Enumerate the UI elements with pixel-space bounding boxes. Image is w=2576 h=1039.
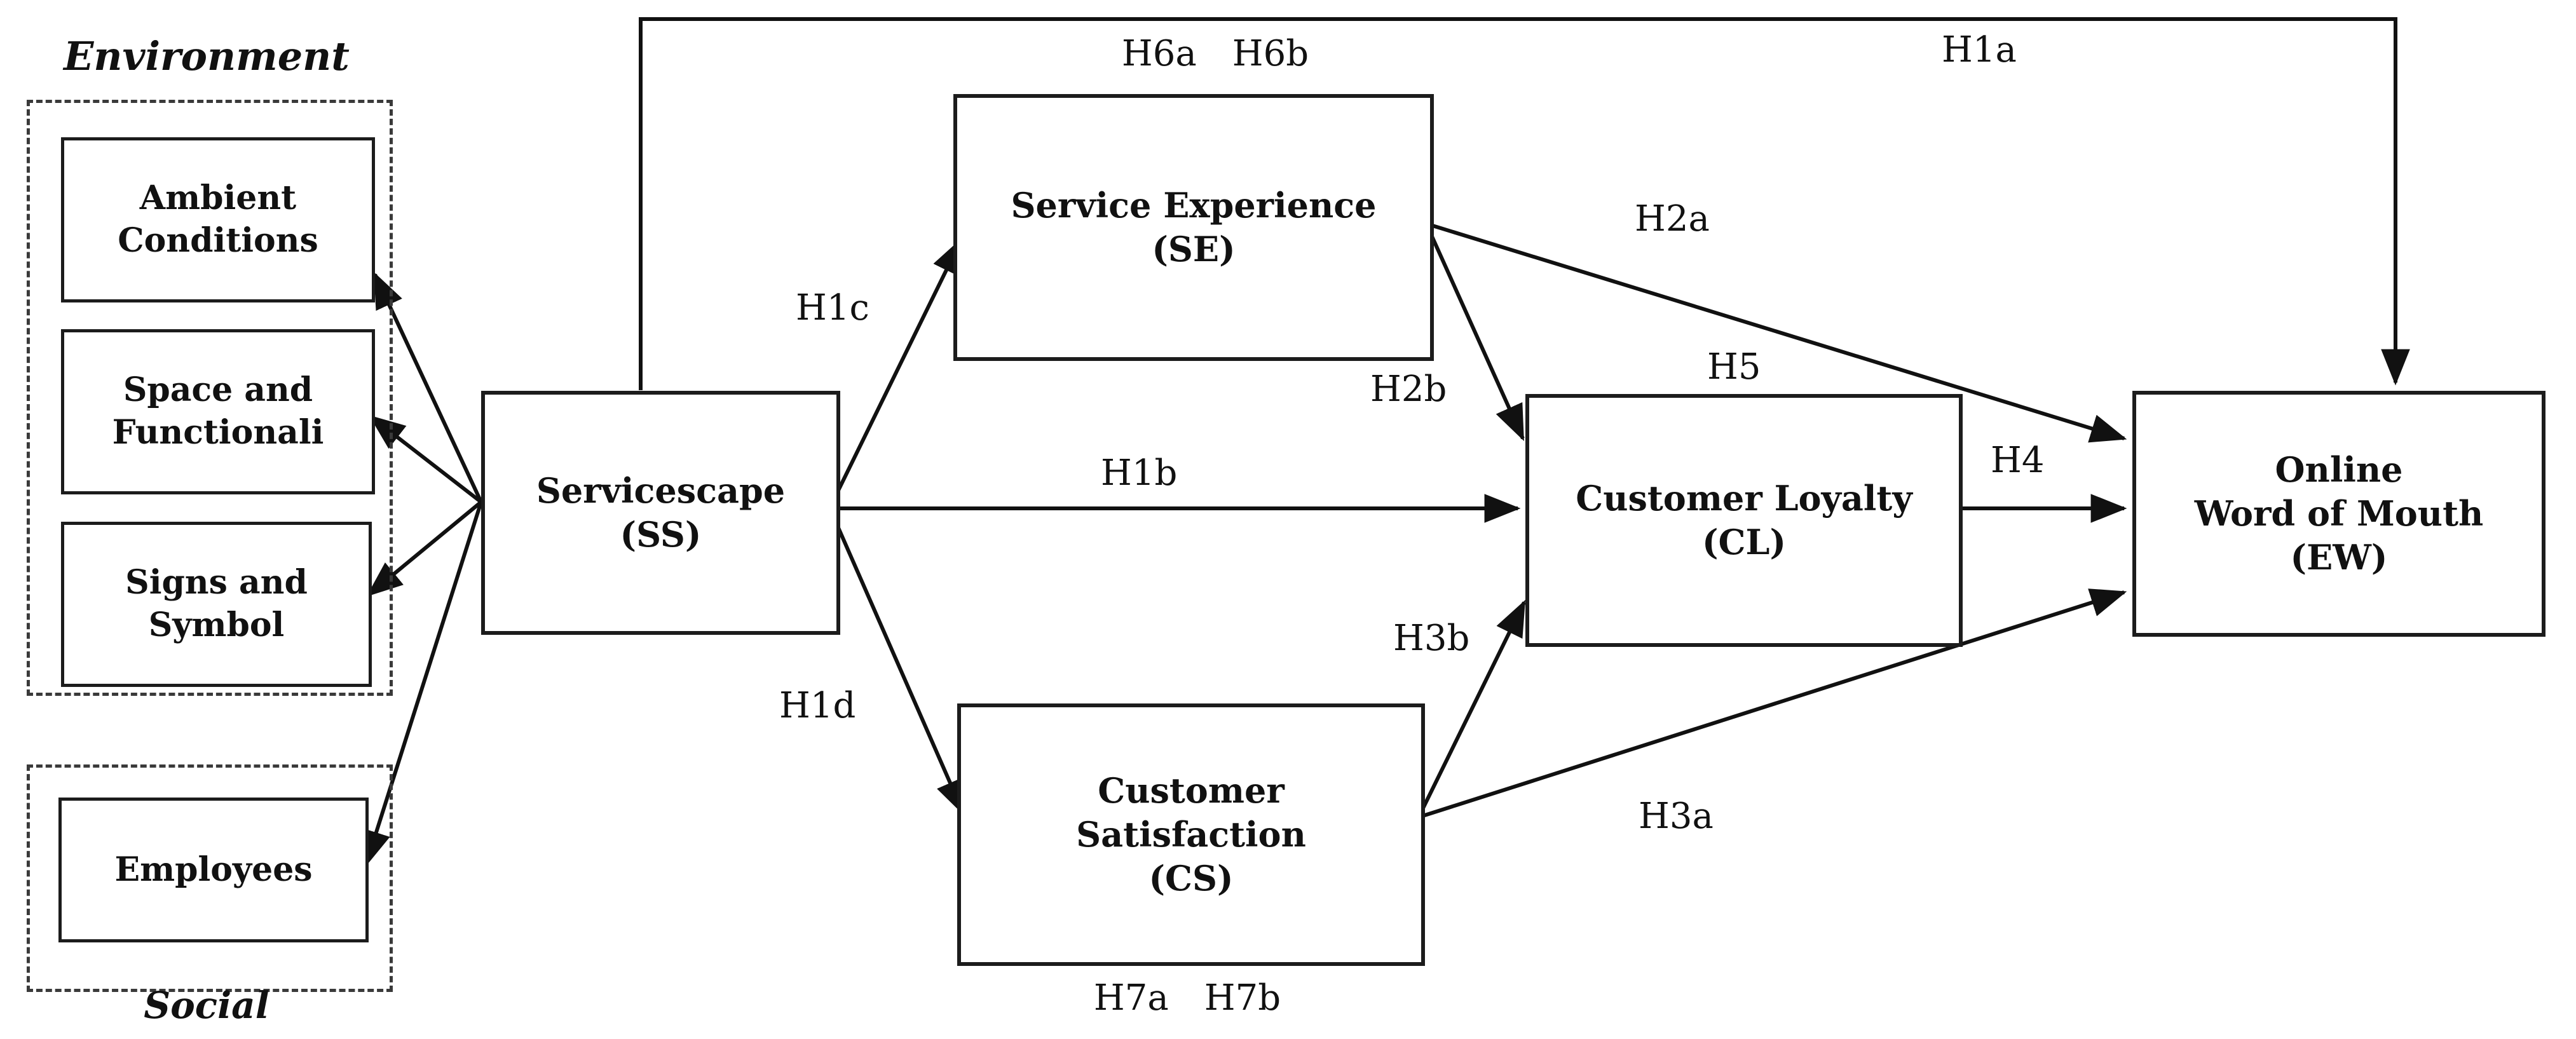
node-signs-line2: Symbol [148, 606, 285, 644]
label-h7-pair: H7a H7b [957, 977, 1417, 1019]
arrow-ss-to-signs [366, 500, 482, 597]
social-label-text: Social [144, 984, 269, 1027]
node-ss-line1: Servicescape [536, 470, 786, 511]
node-ambient-line1: Ambient [139, 179, 297, 218]
node-cs-line1: Customer [1098, 770, 1285, 811]
label-h6a: H6a [1121, 33, 1197, 74]
node-cl-line1: Customer Loyalty [1576, 477, 1912, 519]
arrow-h1a-ss-to-ew [639, 17, 2410, 390]
node-space-line1: Space and [123, 370, 313, 410]
environment-label-text: Environment [64, 33, 350, 79]
node-customer-satisfaction: Customer Satisfaction (CS) [957, 703, 1425, 966]
label-h4: H4 [1991, 440, 2045, 481]
label-h6b: H6b [1232, 33, 1309, 74]
node-service-experience: Service Experience (SE) [953, 94, 1434, 361]
label-h5: H5 [1707, 346, 1761, 388]
node-customer-loyalty: Customer Loyalty (CL) [1525, 394, 1963, 647]
label-h1d: H1d [779, 685, 856, 726]
node-ew-line1: Online [2275, 449, 2403, 490]
node-signs-symbol: Signs and Symbol [61, 522, 372, 687]
node-ambient-line2: Conditions [118, 221, 318, 260]
arrow-h3b-cs-to-cl [1417, 599, 1526, 818]
node-space-functionality: Space and Functionali [61, 329, 375, 494]
social-group-label: Social [27, 984, 386, 1027]
arrow-h1c-ss-to-se [831, 237, 963, 503]
label-h1c: H1c [796, 287, 869, 329]
node-servicescape: Servicescape (SS) [481, 391, 840, 635]
node-employees: Employees [58, 798, 369, 942]
label-h3a: H3a [1639, 796, 1714, 837]
node-online-word-of-mouth: Online Word of Mouth (EW) [2132, 391, 2545, 637]
node-ss-line2: (SS) [620, 514, 702, 555]
node-se-line1: Service Experience [1011, 184, 1377, 226]
node-ew-line2: Word of Mouth [2194, 492, 2484, 534]
environment-group-label: Environment [27, 33, 386, 79]
social-group-box [27, 764, 393, 992]
arrow-h3a-cs-to-ew [1418, 588, 2127, 819]
node-cl-line2: (CL) [1701, 522, 1787, 562]
node-cs-line3: (CS) [1148, 858, 1234, 899]
label-h7a: H7a [1093, 977, 1169, 1019]
arrow-ss-to-employees [362, 501, 483, 867]
node-cs-line2: Satisfaction [1076, 813, 1306, 855]
arrow-h1d-ss-to-cs [831, 513, 965, 817]
label-h7b: H7b [1204, 977, 1281, 1019]
arrow-h2b-se-to-cl [1424, 222, 1525, 442]
label-h1a: H1a [1942, 29, 2017, 71]
node-signs-line1: Signs and [125, 563, 308, 602]
arrow-h2a-se-to-ew [1426, 222, 2127, 443]
label-h3b: H3b [1393, 618, 1470, 659]
arrow-ss-to-space [369, 415, 482, 504]
label-h2a: H2a [1635, 198, 1710, 240]
node-se-line2: (SE) [1152, 229, 1236, 269]
label-h1b: H1b [1101, 452, 1178, 494]
label-h6-pair: H6a H6b [979, 33, 1452, 74]
node-ambient-conditions: Ambient Conditions [61, 137, 375, 302]
node-ew-line3: (EW) [2290, 537, 2388, 578]
node-employees-line1: Employees [114, 850, 313, 889]
environment-group-box [27, 100, 393, 696]
node-space-line2: Functionali [112, 413, 324, 452]
label-h2b: H2b [1370, 369, 1447, 410]
